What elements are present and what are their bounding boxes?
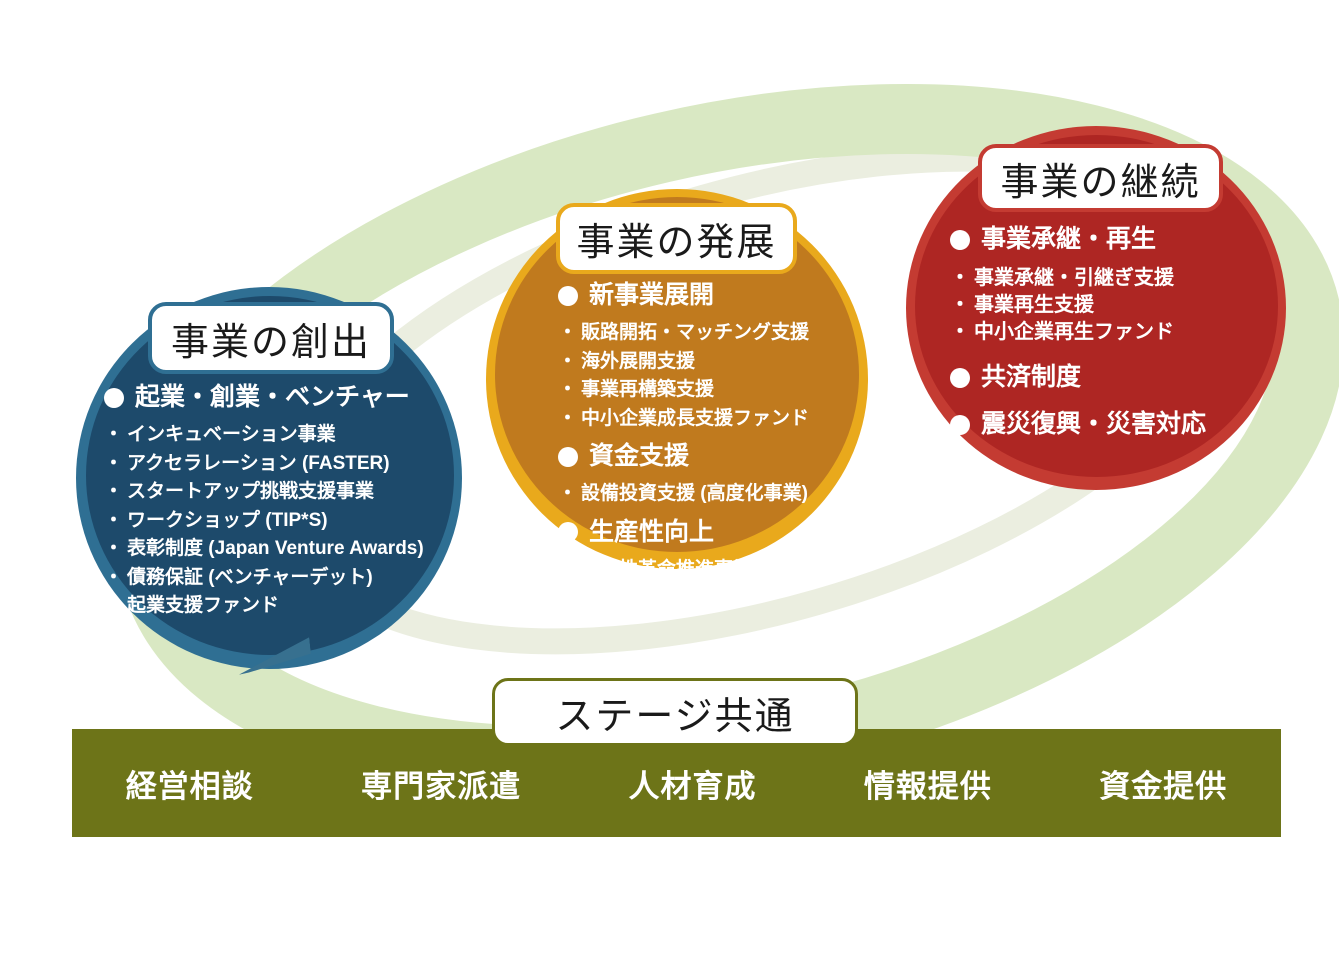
bullet-dot: ・ xyxy=(104,481,124,502)
stage-title-development: 事業の発展 xyxy=(556,203,797,274)
stage-title-continuation: 事業の継続 xyxy=(978,144,1223,212)
section-items: ・ 事業承継・引継ぎ支援 ・ 事業再生支援 ・ 中小企業再生ファンド xyxy=(950,265,1290,346)
bullet-dot: ・ xyxy=(950,267,970,289)
section-heading: 生産性向上 xyxy=(558,517,888,548)
section-productivity: 生産性向上 ・ 生産性革命推進事業 xyxy=(558,517,888,585)
list-item: ・ 海外展開支援 xyxy=(558,348,888,377)
list-item-text: ワークショップ (TIP*S) xyxy=(127,509,328,531)
section-heading-text: 生産性向上 xyxy=(589,517,715,546)
section-heading: 事業承継・再生 xyxy=(950,224,1290,255)
list-item: ・ 設備投資支援 (高度化事業) xyxy=(558,480,888,509)
list-item-text: アクセラレーション (FASTER) xyxy=(127,452,390,474)
list-item-text: 生産性革命推進事業 xyxy=(581,558,753,580)
list-item: ・ 起業支援ファンド xyxy=(104,592,474,621)
section-heading: 震災復興・災害対応 xyxy=(950,409,1290,440)
bullet-circle-icon xyxy=(950,367,970,388)
section-items: ・ 設備投資支援 (高度化事業) xyxy=(558,480,888,509)
list-item: ・ アクセラレーション (FASTER) xyxy=(104,450,474,479)
list-item: ・ スタートアップ挑戦支援事業 xyxy=(104,478,474,507)
bar-item-consulting: 経営相談 xyxy=(125,768,254,804)
section-heading-text: 新事業展開 xyxy=(589,281,715,309)
bullet-dot: ・ xyxy=(950,321,970,343)
list-item-text: 販路開拓・マッチング支援 xyxy=(581,322,810,343)
section-heading-text: 起業・創業・ベンチャー xyxy=(135,383,410,411)
section-heading: 共済制度 xyxy=(950,362,1290,393)
list-item-text: 中小企業再生ファンド xyxy=(974,321,1174,343)
stage-content-continuation: 事業承継・再生 ・ 事業承継・引継ぎ支援 ・ 事業再生支援 ・ 中小企業再生ファ… xyxy=(950,224,1290,456)
section-new-business: 新事業展開 ・ 販路開拓・マッチング支援 ・ 海外展開支援 ・ 事業再構築支援 … xyxy=(558,280,888,433)
bullet-circle-icon xyxy=(950,229,970,250)
list-item-text: 事業承継・引継ぎ支援 xyxy=(974,267,1174,289)
section-items: ・ 販路開拓・マッチング支援 ・ 海外展開支援 ・ 事業再構築支援 ・ 中小企業… xyxy=(558,319,888,433)
bar-item-hr-development: 人材育成 xyxy=(628,768,757,804)
common-stage-title-text: ステージ共通 xyxy=(555,695,795,738)
bullet-dot: ・ xyxy=(558,322,578,343)
bar-item-funds: 資金提供 xyxy=(1099,768,1228,804)
bullet-dot: ・ xyxy=(558,407,578,429)
section-heading-text: 震災復興・災害対応 xyxy=(981,410,1207,438)
common-stage-title: ステージ共通 xyxy=(492,678,858,746)
bullet-circle-icon xyxy=(104,387,124,408)
bullet-dot: ・ xyxy=(104,509,124,531)
list-item: ・ 中小企業成長支援ファンド xyxy=(558,405,888,434)
list-item-text: 海外展開支援 xyxy=(581,350,696,372)
list-item: ・ 販路開拓・マッチング支援 xyxy=(558,319,888,348)
list-item: ・ 事業再生支援 xyxy=(950,292,1290,319)
stage-title-continuation-text: 事業の継続 xyxy=(1000,161,1201,204)
bullet-circle-icon xyxy=(558,522,578,542)
section-startup-venture: 起業・創業・ベンチャー ・ インキュベーション事業 ・ アクセラレーション (F… xyxy=(104,382,474,621)
stage-content-creation: 起業・創業・ベンチャー ・ インキュベーション事業 ・ アクセラレーション (F… xyxy=(104,382,474,627)
list-item-text: 表彰制度 (Japan Venture Awards) xyxy=(127,538,424,559)
bullet-dot: ・ xyxy=(950,294,970,316)
section-disaster-recovery: 震災復興・災害対応 xyxy=(950,409,1290,440)
bar-item-expert-dispatch: 専門家派遣 xyxy=(361,768,522,804)
section-heading: 資金支援 xyxy=(558,441,888,472)
bullet-circle-icon xyxy=(558,285,578,306)
section-heading: 起業・創業・ベンチャー xyxy=(104,382,474,413)
list-item-text: 起業支援ファンド xyxy=(127,595,280,616)
list-item-text: 中小企業成長支援ファンド xyxy=(581,407,810,429)
list-item: ・ 生産性革命推進事業 xyxy=(558,556,888,585)
stage-title-development-text: 事業の発展 xyxy=(576,222,777,264)
section-mutual-aid: 共済制度 xyxy=(950,362,1290,393)
bullet-dot: ・ xyxy=(104,538,124,559)
list-item: ・ 表彰制度 (Japan Venture Awards) xyxy=(104,535,474,564)
bullet-circle-icon xyxy=(950,414,970,435)
bullet-dot: ・ xyxy=(104,452,124,474)
section-succession-revival: 事業承継・再生 ・ 事業承継・引継ぎ支援 ・ 事業再生支援 ・ 中小企業再生ファ… xyxy=(950,224,1290,346)
list-item-text: インキュベーション事業 xyxy=(127,424,336,445)
bullet-dot: ・ xyxy=(558,350,578,372)
bullet-dot: ・ xyxy=(104,566,124,588)
bullet-dot: ・ xyxy=(558,483,578,504)
section-heading-text: 事業承継・再生 xyxy=(981,225,1157,253)
section-items: ・ インキュベーション事業 ・ アクセラレーション (FASTER) ・ スター… xyxy=(104,421,474,621)
stage-content-development: 新事業展開 ・ 販路開拓・マッチング支援 ・ 海外展開支援 ・ 事業再構築支援 … xyxy=(558,280,888,590)
section-heading: 新事業展開 xyxy=(558,280,888,311)
list-item-text: スタートアップ挑戦支援事業 xyxy=(127,481,375,502)
bullet-dot: ・ xyxy=(558,558,578,580)
list-item: ・ ワークショップ (TIP*S) xyxy=(104,507,474,536)
bullet-dot: ・ xyxy=(104,595,124,616)
bullet-circle-icon xyxy=(558,446,578,467)
list-item: ・ 事業再構築支援 xyxy=(558,376,888,405)
list-item: ・ 中小企業再生ファンド xyxy=(950,319,1290,346)
bullet-dot: ・ xyxy=(104,424,124,445)
list-item: ・ 事業承継・引継ぎ支援 xyxy=(950,265,1290,292)
list-item-text: 設備投資支援 (高度化事業) xyxy=(581,483,808,504)
list-item-text: 債務保証 (ベンチャーデット) xyxy=(127,566,373,588)
list-item: ・ 債務保証 (ベンチャーデット) xyxy=(104,564,474,593)
list-item-text: 事業再構築支援 xyxy=(581,379,715,400)
bullet-dot: ・ xyxy=(558,379,578,400)
stage-title-creation: 事業の創出 xyxy=(148,302,394,374)
section-funding: 資金支援 ・ 設備投資支援 (高度化事業) xyxy=(558,441,888,509)
list-item-text: 事業再生支援 xyxy=(974,294,1094,316)
common-stage-bar: 経営相談 専門家派遣 人材育成 情報提供 資金提供 xyxy=(72,729,1281,837)
section-heading-text: 共済制度 xyxy=(981,363,1082,391)
bar-item-information: 情報提供 xyxy=(863,768,992,804)
list-item: ・ インキュベーション事業 xyxy=(104,421,474,450)
stage-title-creation-text: 事業の創出 xyxy=(170,321,371,364)
section-items: ・ 生産性革命推進事業 xyxy=(558,556,888,585)
section-heading-text: 資金支援 xyxy=(589,442,690,470)
